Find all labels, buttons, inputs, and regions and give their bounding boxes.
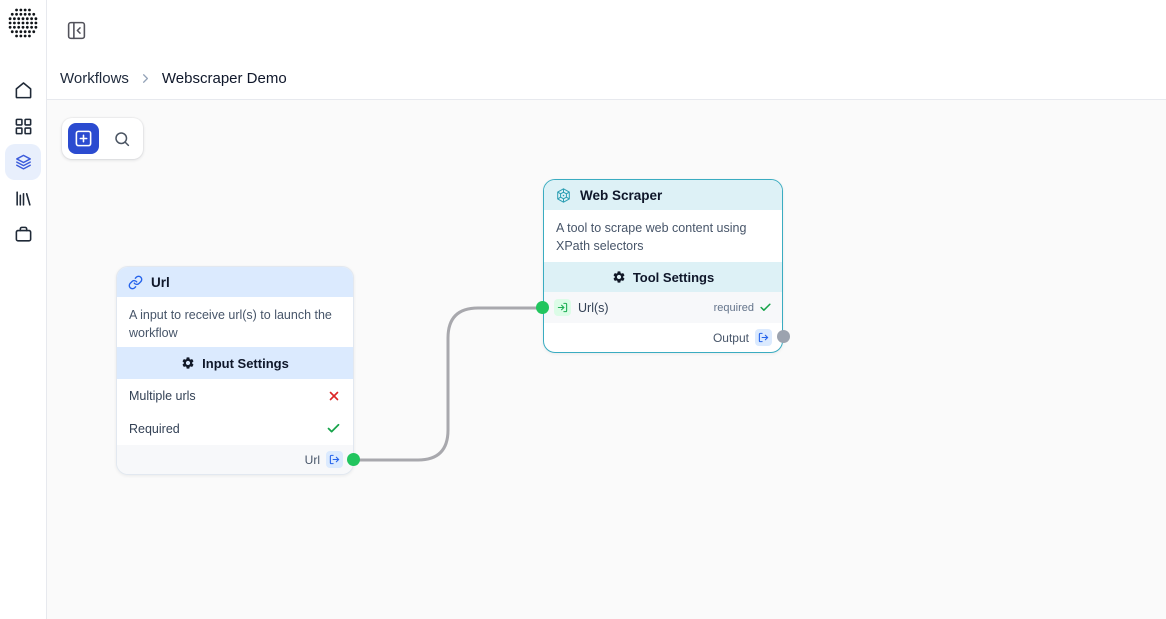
section-title: Input Settings <box>202 355 289 371</box>
setting-row-multiple-urls: Multiple urls <box>117 379 353 412</box>
gear-icon <box>182 357 194 369</box>
sidebar-item-home[interactable] <box>5 72 41 108</box>
check-icon <box>760 303 771 311</box>
layers-icon <box>15 154 31 170</box>
node-title: Url <box>151 274 170 290</box>
breadcrumb-workflows[interactable]: Workflows <box>60 70 129 87</box>
briefcase-icon <box>15 226 31 242</box>
check-icon <box>327 423 340 433</box>
input-settings-section: Input Settings <box>117 347 353 379</box>
sidebar-nav <box>5 72 41 252</box>
sidebar-collapse-button[interactable] <box>63 17 89 43</box>
node-url-input[interactable]: Url A input to receive url(s) to launch … <box>116 266 354 475</box>
setting-label: Required <box>129 421 180 436</box>
main-area: Workflows Webscraper Demo <box>47 0 1166 619</box>
handle-scraper-output[interactable] <box>777 330 790 343</box>
library-icon <box>15 190 31 206</box>
grid-icon <box>15 118 31 134</box>
section-title: Tool Settings <box>632 269 715 285</box>
log-out-icon <box>326 451 343 468</box>
node-title: Web Scraper <box>580 187 663 203</box>
breadcrumb-current: Webscraper Demo <box>161 70 287 87</box>
link-icon <box>128 275 143 289</box>
web-icon <box>557 187 570 203</box>
square-plus-icon <box>75 130 92 147</box>
node-description: A input to receive url(s) to launch the … <box>129 308 332 341</box>
search-icon <box>114 131 129 146</box>
home-icon <box>15 81 31 98</box>
search-button[interactable] <box>106 123 137 154</box>
x-icon <box>329 391 339 400</box>
output-port-row-output: Output <box>544 323 782 352</box>
log-out-icon <box>755 329 772 346</box>
node-web-scraper[interactable]: Web Scraper A tool to scrape web content… <box>543 179 783 353</box>
handle-url-output[interactable] <box>347 453 360 466</box>
output-port-label: Output <box>712 330 749 345</box>
output-port-label: Url <box>304 452 320 467</box>
output-port-row-url: Url <box>117 445 353 474</box>
gear-icon <box>613 271 625 283</box>
page-header: Workflows Webscraper Demo <box>47 0 1166 100</box>
sidebar-item-jobs[interactable] <box>5 216 41 252</box>
sidebar-item-library[interactable] <box>5 180 41 216</box>
node-scraper-header[interactable]: Web Scraper <box>544 180 782 210</box>
canvas-toolbar <box>62 118 143 159</box>
setting-row-required: Required <box>117 412 353 445</box>
input-port-row-urls: Url(s) required <box>544 292 782 323</box>
handle-scraper-input[interactable] <box>536 301 549 314</box>
input-port-label: Url(s) <box>578 300 609 315</box>
node-description: A tool to scrape web content using XPath… <box>556 221 747 254</box>
panel-left-close-icon <box>67 21 85 39</box>
required-badge: required <box>713 301 754 314</box>
chevron-right-icon <box>138 71 153 86</box>
node-url-header[interactable]: Url <box>117 267 353 297</box>
setting-label: Multiple urls <box>129 388 196 403</box>
edge-url-to-scraper <box>352 306 545 462</box>
tool-settings-section: Tool Settings <box>544 262 782 292</box>
log-in-icon <box>554 299 571 316</box>
workflow-canvas[interactable]: Url A input to receive url(s) to launch … <box>47 100 1166 619</box>
sidebar <box>0 0 47 619</box>
sidebar-item-workflows[interactable] <box>5 144 41 180</box>
add-node-button[interactable] <box>68 123 99 154</box>
app-logo halftone-globe-logo <box>8 8 38 38</box>
sidebar-item-apps[interactable] <box>5 108 41 144</box>
breadcrumb: Workflows Webscraper Demo <box>60 70 287 87</box>
